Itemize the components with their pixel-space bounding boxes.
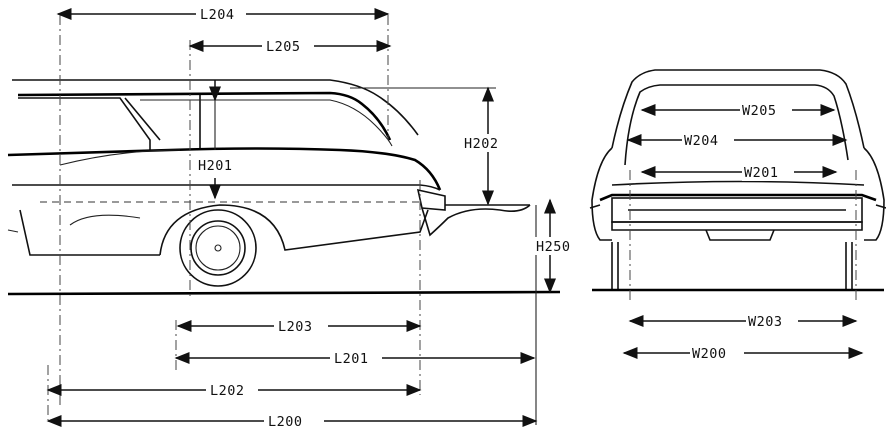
w203-label: W203 xyxy=(748,314,783,330)
rear-roof-outline xyxy=(611,69,865,149)
dimension-w203: W203 xyxy=(628,312,858,330)
upper-body-line xyxy=(12,184,441,191)
rear-window-outline xyxy=(624,84,849,166)
roof-rail xyxy=(17,91,392,141)
dimension-h250: H250 xyxy=(534,198,586,294)
left-rear-tire xyxy=(611,242,619,290)
l200-label: L200 xyxy=(268,414,303,430)
rear-tire xyxy=(179,209,257,287)
rear-window-line xyxy=(140,99,393,147)
roof-top-line xyxy=(12,79,419,136)
side-ground-line xyxy=(7,290,561,296)
dimension-h202: H202 xyxy=(350,86,512,206)
hubcap xyxy=(195,225,241,271)
wheel-center xyxy=(214,244,222,252)
side-window-frame xyxy=(18,97,151,150)
dimension-l204: L204 xyxy=(56,5,390,23)
dimension-w201: W201 xyxy=(640,163,838,181)
bumper-tips xyxy=(589,204,886,209)
rear-wheel-rim xyxy=(190,220,246,276)
dimension-w205: W205 xyxy=(640,101,836,119)
window-pillar xyxy=(124,97,161,141)
side-sculpt xyxy=(69,214,141,226)
w200-label: W200 xyxy=(692,346,727,362)
license-recess xyxy=(705,229,775,241)
rear-bumper-top xyxy=(599,193,877,202)
dimension-l202: L202 xyxy=(46,381,422,399)
wheel-arch xyxy=(159,204,429,256)
left-quarter xyxy=(591,147,613,241)
bumper-lower xyxy=(421,204,531,237)
w205-label: W205 xyxy=(742,103,777,119)
right-quarter xyxy=(863,147,885,241)
dimension-h201: H201 xyxy=(196,80,242,200)
dimension-l200: L200 xyxy=(46,412,538,430)
l201-label: L201 xyxy=(334,351,369,367)
side-view xyxy=(7,15,561,425)
h201-label: H201 xyxy=(198,158,233,174)
rear-view xyxy=(589,69,886,300)
tail-fin xyxy=(416,188,446,211)
dimension-l203: L203 xyxy=(176,317,422,335)
l205-label: L205 xyxy=(266,39,301,55)
l204-label: L204 xyxy=(200,7,235,23)
bumper-lower xyxy=(611,221,863,231)
belt-line xyxy=(7,147,442,191)
right-rear-tire xyxy=(845,242,853,290)
dimension-w200: W200 xyxy=(622,344,864,362)
w201-label: W201 xyxy=(744,165,779,181)
trim-line xyxy=(59,149,181,166)
dimension-w204: W204 xyxy=(626,131,848,149)
rocker-panel xyxy=(19,209,160,256)
body-edge-mark xyxy=(7,229,19,233)
h250-label: H250 xyxy=(536,239,571,255)
h202-label: H202 xyxy=(464,136,499,152)
rear-belt-line xyxy=(611,180,865,186)
dimension-l205: L205 xyxy=(188,37,392,55)
l202-label: L202 xyxy=(210,383,245,399)
dimension-l201: L201 xyxy=(174,349,536,367)
w204-label: W204 xyxy=(684,133,719,149)
l203-label: L203 xyxy=(278,319,313,335)
